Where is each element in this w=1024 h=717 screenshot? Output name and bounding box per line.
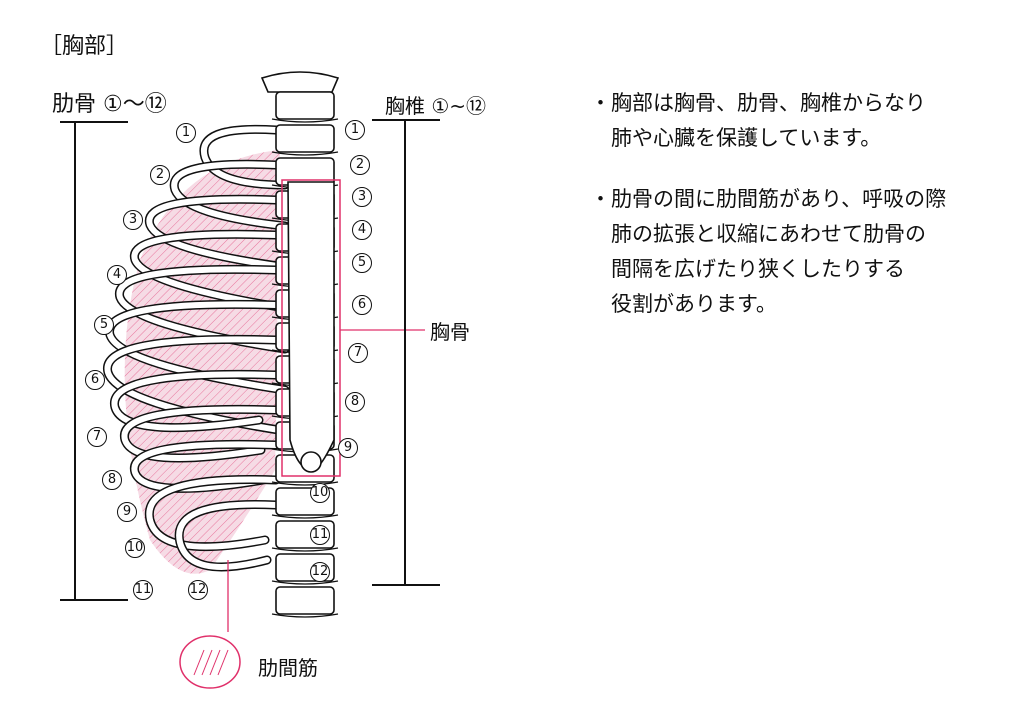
rib bbox=[116, 266, 288, 352]
rib-number: 3 bbox=[123, 210, 143, 230]
sternum-outline bbox=[281, 179, 341, 477]
rib bbox=[131, 231, 288, 311]
vertebrae-bracket bbox=[372, 119, 440, 586]
rib bbox=[121, 406, 279, 461]
rib bbox=[200, 126, 288, 188]
vertebra bbox=[275, 124, 335, 153]
rib-number: 8 bbox=[102, 470, 122, 490]
note-line: ・胸部は胸骨、肋骨、胸椎からなり bbox=[590, 91, 926, 115]
rib bbox=[146, 196, 288, 270]
vertebrae-heading: 胸椎 ①~⑫ bbox=[385, 94, 487, 118]
rib-number: 2 bbox=[150, 165, 170, 185]
rib-number: 1 bbox=[176, 123, 196, 143]
sternum-label: 胸骨 bbox=[430, 320, 470, 344]
note-line: ・肋骨の間に肋間筋があり、呼吸の際 bbox=[590, 187, 947, 211]
vertebra-number: 7 bbox=[348, 343, 368, 363]
rib-number: 5 bbox=[94, 315, 114, 335]
vertebra-disc bbox=[271, 481, 339, 486]
page-title: ［胸部］ bbox=[40, 34, 129, 59]
vertebra-disc bbox=[271, 547, 339, 552]
vertebra-number: 11 bbox=[310, 525, 330, 545]
ribs bbox=[103, 124, 290, 572]
rib-number: 10 bbox=[125, 538, 145, 558]
vertebra-disc bbox=[271, 118, 339, 123]
note-line: 間隔を広げたり狭くしたりする bbox=[590, 257, 905, 281]
vertebra-number: 10 bbox=[310, 483, 330, 503]
note-line: 肺の拡張と収縮にあわせて肋骨の bbox=[590, 222, 926, 246]
rib bbox=[111, 371, 279, 431]
ribs-heading: 肋骨 ①～⑫ bbox=[52, 92, 167, 117]
rib-number: 4 bbox=[107, 265, 127, 285]
vertebra-number: 3 bbox=[352, 187, 372, 207]
vertebra bbox=[275, 586, 335, 615]
vertebra-number: 9 bbox=[338, 438, 358, 458]
rib-number: 12 bbox=[188, 580, 208, 600]
rib bbox=[176, 501, 279, 570]
vertebra-number: 6 bbox=[352, 295, 372, 315]
vertebra-disc bbox=[271, 514, 339, 519]
note-line: 役割があります。 bbox=[590, 292, 777, 316]
rib-number: 11 bbox=[133, 580, 153, 600]
vertebra-number: 2 bbox=[350, 155, 370, 175]
vertebra-number: 4 bbox=[352, 220, 372, 240]
sternum bbox=[287, 181, 335, 471]
vertebra-disc bbox=[271, 151, 339, 156]
vertebra-top bbox=[260, 71, 340, 93]
rib bbox=[171, 161, 288, 229]
note-intercostal-role: ・肋骨の間に肋間筋があり、呼吸の際 肺の拡張と収縮にあわせて肋骨の 間隔を広げた… bbox=[590, 182, 946, 322]
xiphoid-process bbox=[300, 451, 322, 473]
vertebra-number: 8 bbox=[345, 392, 365, 412]
intercostal-legend-swatch bbox=[179, 635, 241, 689]
rib-number: 7 bbox=[87, 427, 107, 447]
rib bbox=[131, 441, 279, 492]
vertebra-disc bbox=[271, 613, 339, 618]
vertebra-number: 5 bbox=[352, 253, 372, 273]
note-thorax-composition: ・胸部は胸骨、肋骨、胸椎からなり 肺や心臓を保護しています。 bbox=[590, 86, 926, 156]
vertebra-number: 12 bbox=[310, 562, 330, 582]
vertebra bbox=[275, 91, 335, 120]
vertebra-disc bbox=[271, 580, 339, 585]
rib-number: 9 bbox=[117, 502, 137, 522]
rib bbox=[146, 476, 279, 550]
note-line: 肺や心臓を保護しています。 bbox=[590, 126, 882, 150]
ribs-bracket bbox=[60, 121, 128, 601]
vertebra-number: 1 bbox=[345, 120, 365, 140]
vertebra bbox=[275, 157, 335, 186]
thoracic-spine bbox=[260, 71, 340, 618]
intercostal-label: 肋間筋 bbox=[258, 656, 318, 680]
rib-number: 6 bbox=[85, 370, 105, 390]
